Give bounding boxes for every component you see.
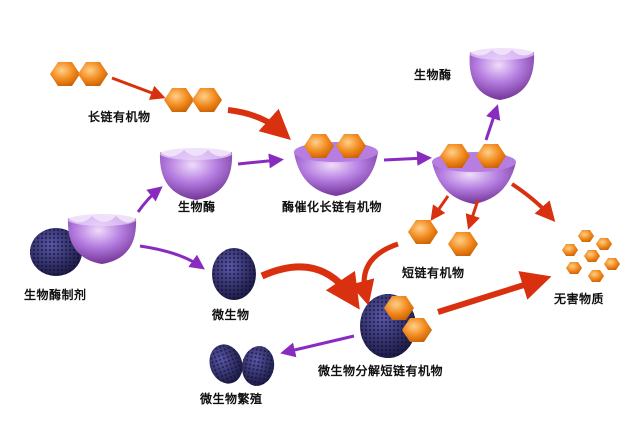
label-harmless-substance: 无害物质 bbox=[554, 292, 605, 306]
label-microbe-decompose: 微生物分解短链有机物 bbox=[318, 364, 444, 378]
arrow-long-chain-to-catalyzed bbox=[227, 107, 291, 141]
arrow-decompose-to-reproduction bbox=[280, 334, 355, 358]
enzyme-cleaving-graphic bbox=[432, 144, 516, 204]
arrow-prep-to-enzyme bbox=[136, 186, 163, 213]
arrow-long-chain-move bbox=[111, 76, 166, 100]
arrow-prep-to-microbe bbox=[139, 244, 205, 270]
label-microorganism: 微生物 bbox=[212, 308, 250, 322]
enzyme-mid-rim bbox=[160, 148, 232, 160]
microorganism-graphic bbox=[212, 248, 256, 300]
label-bio-enzyme-mid: 生物酶 bbox=[178, 200, 216, 214]
arrow-catalyzed-to-cleave bbox=[383, 150, 432, 166]
arrow-cleave-to-enzyme bbox=[484, 104, 501, 141]
short-chain-molecules bbox=[408, 220, 478, 256]
arrow-cleave-to-harmless bbox=[510, 182, 556, 223]
label-bio-enzyme-top: 生物酶 bbox=[414, 68, 452, 82]
label-short-chain-organics: 短链有机物 bbox=[402, 266, 465, 280]
label-enzyme-catalyzed: 酶催化长链有机物 bbox=[282, 200, 383, 214]
arrow-cleave-to-short-2 bbox=[465, 199, 480, 230]
label-long-chain-organics: 长链有机物 bbox=[88, 110, 151, 124]
enzyme-top-rim bbox=[470, 48, 534, 60]
enzyme-catalyzed-graphic bbox=[294, 134, 378, 196]
harmless-substance-cluster bbox=[562, 230, 620, 282]
microbe-decompose-graphic bbox=[360, 294, 432, 358]
microbe-reproduction-graphic bbox=[209, 344, 275, 386]
long-chain-molecule bbox=[164, 88, 222, 112]
arrow-cleave-to-short-1 bbox=[430, 195, 450, 221]
enzyme-preparation-graphic bbox=[30, 214, 137, 276]
label-microbe-reproduction: 微生物繁殖 bbox=[200, 392, 263, 406]
label-bio-enzyme-preparation: 生物酶制剂 bbox=[24, 288, 87, 302]
arrow-decompose-to-harmless bbox=[437, 271, 552, 315]
arrow-enzyme-to-catalyzed bbox=[237, 153, 284, 169]
enzyme-bowl-mid bbox=[159, 150, 233, 200]
long-chain-molecule-small bbox=[50, 62, 108, 86]
arrow-microbe-to-decompose bbox=[260, 263, 360, 310]
arrow-short-to-decompose bbox=[350, 241, 399, 306]
enzyme-bowl-top bbox=[469, 50, 535, 100]
